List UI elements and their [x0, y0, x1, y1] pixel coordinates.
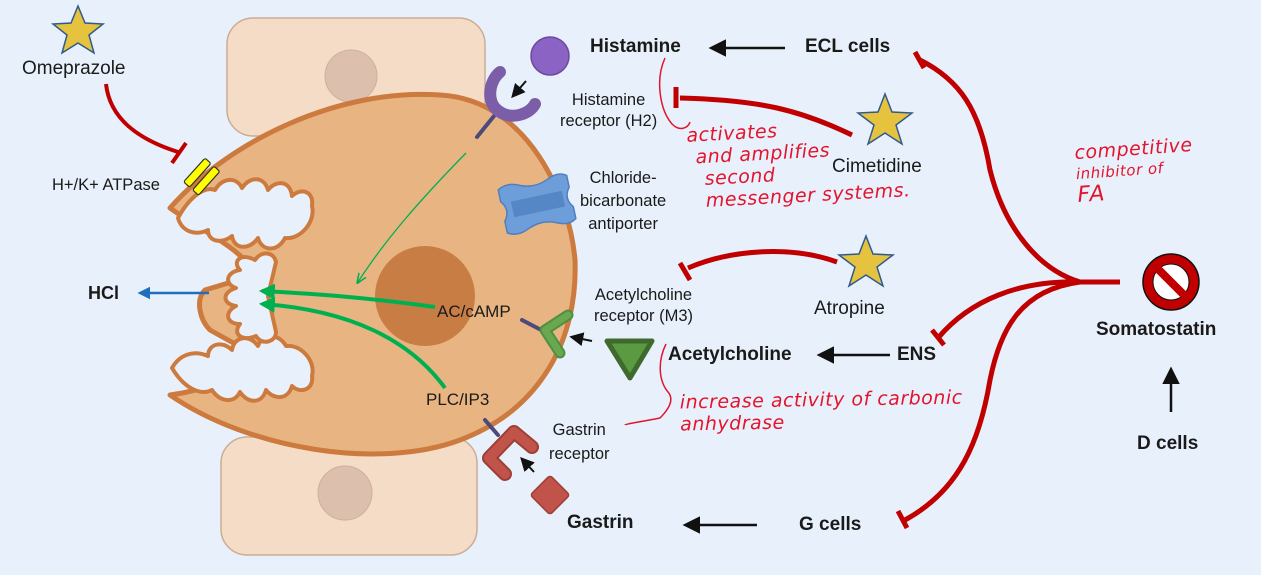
h2-receptor-label-line2: receptor (H2) [560, 112, 658, 131]
canaliculus-middle [223, 251, 278, 344]
omeprazole-star-icon [50, 4, 106, 55]
atropine-inhibition-bar [677, 261, 693, 282]
gastrin-bind-arrow [520, 456, 535, 473]
antiporter-label-line1: Chloride- [589, 169, 657, 187]
gastrin-ligand-icon [530, 475, 570, 515]
gastrin-label: Gastrin [567, 512, 634, 533]
histamine-note-connector [658, 57, 691, 130]
antiporter-label-line2: bicarbonate [580, 192, 667, 211]
ecl-cells-label: ECL cells [805, 36, 891, 57]
neighbor-cell-bottom [220, 436, 478, 556]
omeprazole-inhibition-bar [170, 141, 188, 165]
m3-receptor-icon[interactable] [520, 309, 574, 359]
canaliculus-upper [176, 177, 315, 251]
cimetidine-label: Cimetidine [832, 156, 922, 177]
ac-camp-label: AC/cAMP [437, 302, 511, 321]
atropine-label: Atropine [814, 298, 885, 319]
g-cells-label: G cells [799, 514, 862, 535]
somatostatin-inhibition-fork [895, 50, 1120, 530]
atropine-star-icon [836, 233, 896, 288]
gastrin-note-connector [624, 343, 672, 426]
antiporter-icon[interactable] [497, 172, 577, 235]
gastrin-receptor-label-line2: receptor [549, 444, 610, 463]
canaliculus-lower [170, 334, 315, 403]
nucleus [375, 246, 475, 346]
gastrin-handwritten-note: increase activity of carbonic anhydrase [680, 387, 964, 437]
acetylcholine-ligand-icon [604, 338, 655, 381]
hcl-label: HCl [88, 283, 119, 303]
ens-label: ENS [897, 344, 937, 365]
pathway-camp-arrow [258, 283, 436, 309]
pathway-h2-arrow [358, 152, 467, 282]
atropine-inhibition-line [687, 249, 838, 271]
h2-receptor-label-line1: Histamine [571, 91, 646, 109]
pathway-ip3-arrow [258, 296, 447, 390]
cimetidine-inhibition-line [679, 95, 854, 138]
m3-receptor-label-line2: receptor (M3) [594, 307, 694, 326]
parietal-cell [167, 91, 578, 457]
h2-receptor-icon[interactable] [475, 66, 541, 139]
acetylcholine-label: Acetylcholine [668, 344, 792, 365]
histamine-handwritten-note: activates and amplifies second messenger… [686, 114, 911, 213]
plc-ip3-label: PLC/IP3 [426, 390, 490, 409]
histamine-ligand-icon [530, 36, 570, 76]
gastrin-receptor-label-line1: Gastrin [552, 421, 606, 439]
histamine-bind-arrow [511, 80, 527, 99]
gastrin-receptor-icon[interactable] [482, 418, 539, 481]
somatostatin-label: Somatostatin [1096, 319, 1217, 340]
omeprazole-inhibition-line [104, 83, 179, 154]
antiporter-label: Chloride- bicarbonate antiporter [580, 167, 666, 236]
gastrin-receptor-label: Gastrin receptor [549, 419, 610, 467]
acetylcholine-bind-arrow [569, 332, 593, 347]
d-cells-label: D cells [1137, 433, 1199, 454]
somatostatin-handwritten-note: competitive inhibitor of FA [1074, 134, 1197, 209]
m3-receptor-label: Acetylcholine receptor (M3) [594, 285, 693, 328]
m3-receptor-label-line1: Acetylcholine [594, 286, 693, 304]
histamine-label: Histamine [590, 36, 681, 57]
antiporter-label-line3: antiporter [588, 215, 658, 234]
proton-pump-label: H+/K+ ATPase [52, 176, 160, 194]
proton-pump-icon[interactable] [183, 158, 220, 196]
cimetidine-star-icon [855, 91, 915, 146]
somatostatin-prohibit-icon [1142, 253, 1200, 311]
h2-receptor-label: Histamine receptor (H2) [560, 90, 657, 133]
omeprazole-label: Omeprazole [22, 58, 126, 79]
